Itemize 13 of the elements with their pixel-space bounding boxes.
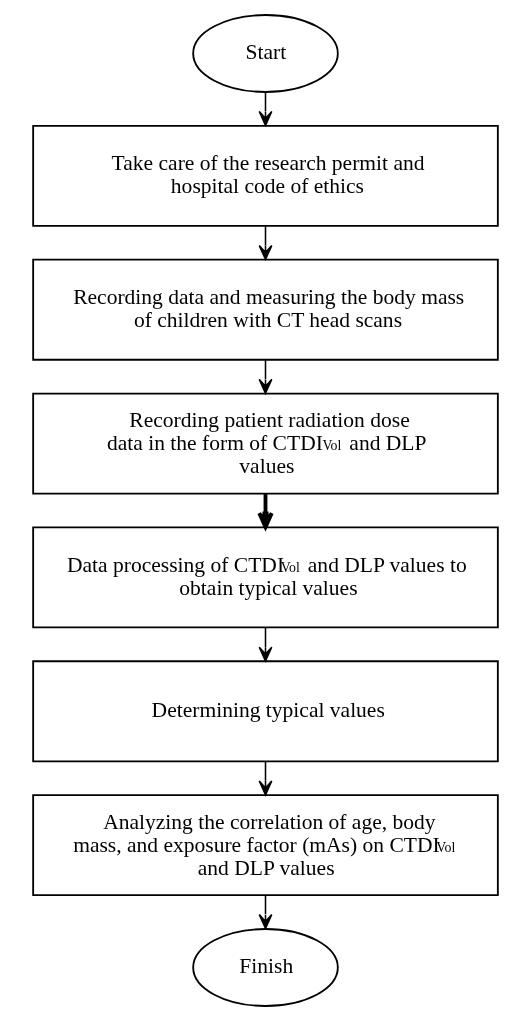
arrow xyxy=(258,225,272,261)
node-ellipse: Finish xyxy=(191,928,339,1007)
arrow xyxy=(256,493,274,530)
node-box: Recording patient radiation dose data in the form of CTDIVol and DLP values xyxy=(31,392,499,495)
arrow xyxy=(258,626,272,662)
arrow xyxy=(258,91,272,127)
node-box: Take care of the research permit and hospital code of ethics xyxy=(31,124,499,227)
node-box: Recording data and measuring the body mass of children with CT head scans xyxy=(31,258,499,361)
arrow xyxy=(258,760,272,796)
node-ellipse: Start xyxy=(191,14,339,93)
arrow xyxy=(258,894,272,930)
arrow xyxy=(258,359,272,395)
node-box: Determining typical values xyxy=(31,660,499,763)
